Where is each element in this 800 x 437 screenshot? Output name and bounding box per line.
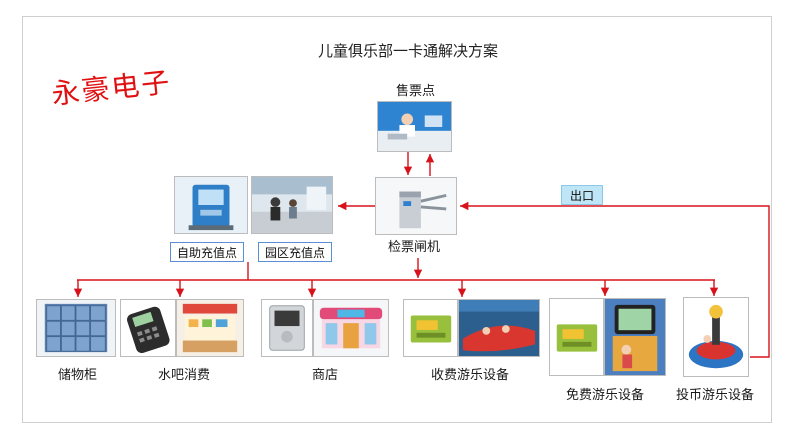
- label-paid-games: 收费游乐设备: [431, 368, 510, 383]
- shop-storefront-photo: [313, 299, 389, 357]
- ticket-office-photo: [377, 101, 452, 152]
- label-ticket-office: 售票点: [396, 84, 436, 99]
- gate-photo: [375, 177, 457, 235]
- label-self-recharge: 自助充值点: [170, 242, 245, 262]
- free-game-machine-photo: [604, 298, 666, 376]
- coin-game-ride-photo: [683, 297, 749, 377]
- self-recharge-kiosk-photo: [174, 176, 248, 234]
- free-game-reader-photo: [549, 298, 604, 376]
- exit-return-line: [460, 201, 770, 358]
- label-park-recharge: 园区充值点: [258, 242, 333, 262]
- label-water-bar: 水吧消费: [158, 368, 211, 383]
- locker-photo: [36, 299, 116, 357]
- paid-game-reader-photo: [403, 299, 458, 357]
- park-recharge-counter-photo: [251, 176, 333, 234]
- label-shop: 商店: [312, 368, 339, 383]
- paid-game-ride-photo: [458, 299, 540, 357]
- label-coin-games: 投币游乐设备: [676, 388, 755, 403]
- page-title: 儿童俱乐部一卡通解决方案: [318, 42, 499, 60]
- label-gate: 检票闸机: [388, 240, 441, 255]
- label-free-games: 免费游乐设备: [566, 388, 645, 403]
- shop-terminal-photo: [261, 299, 313, 357]
- water-bar-kiosk-photo: [176, 299, 244, 357]
- exit-tag: 出口: [561, 185, 604, 205]
- label-locker: 储物柜: [58, 368, 98, 383]
- pos-terminal-photo: [120, 299, 176, 357]
